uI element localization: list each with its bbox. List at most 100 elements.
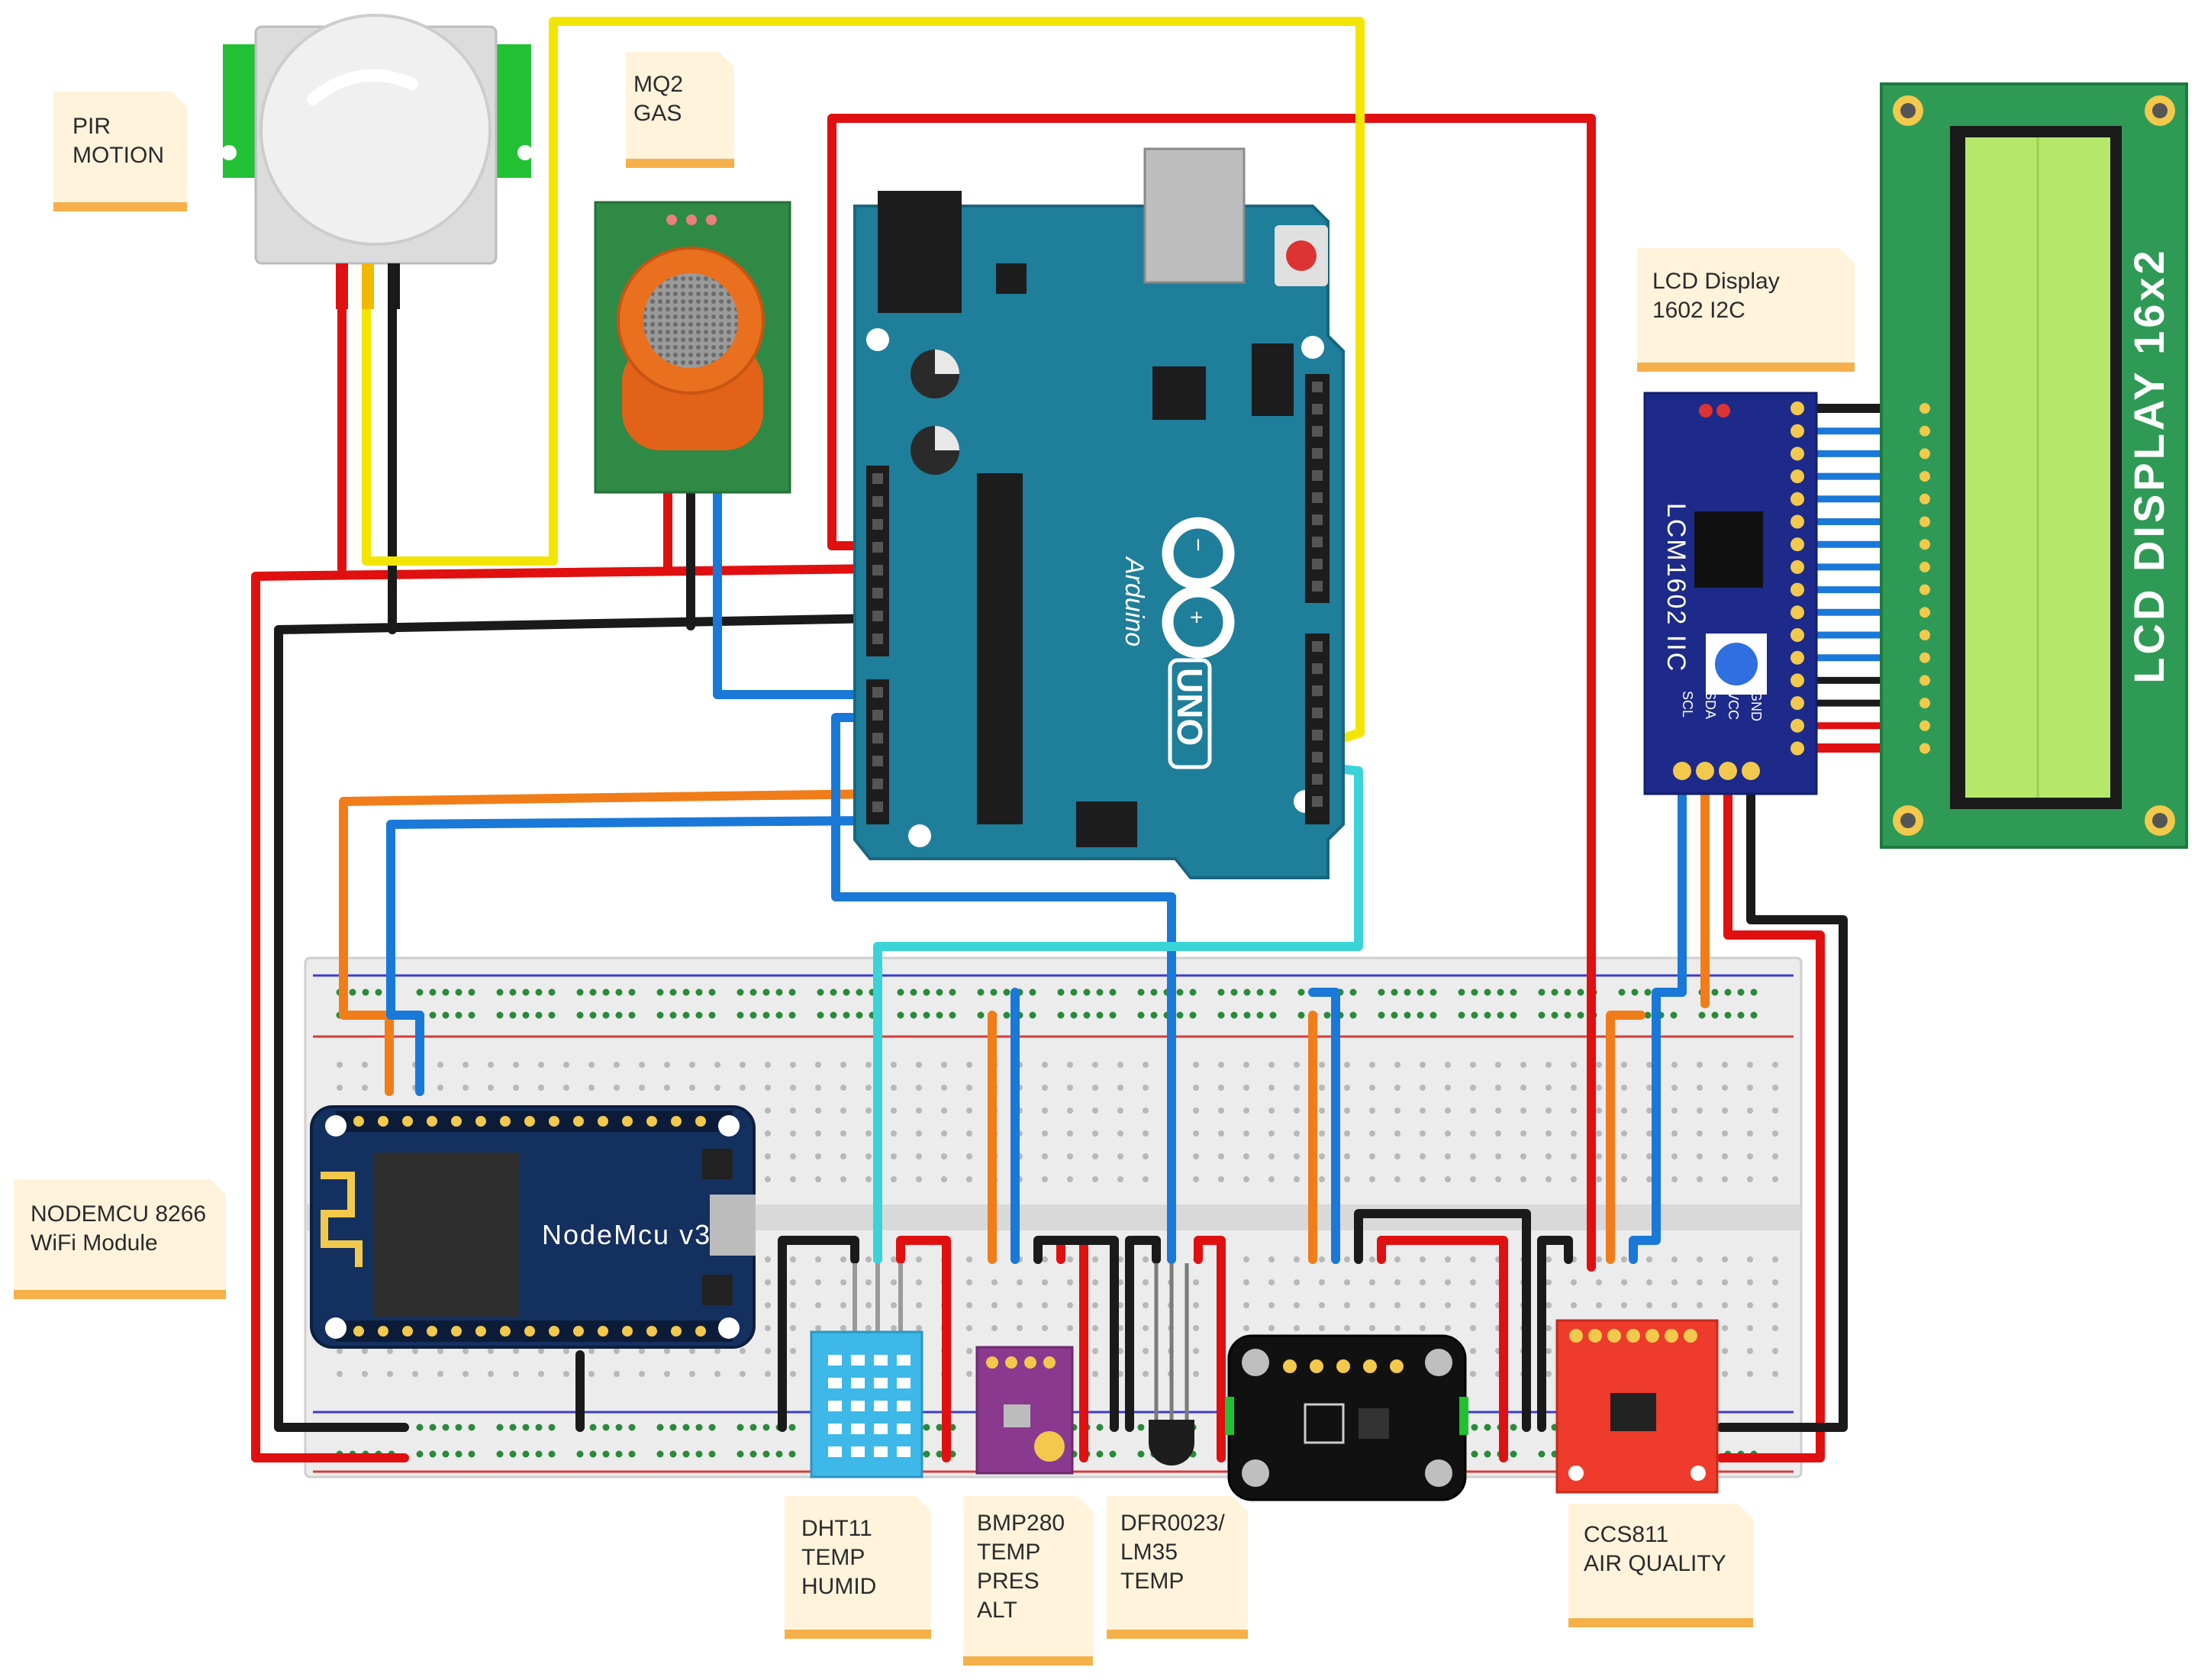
grid-hole [1520,1130,1526,1137]
grid-hole [966,1153,972,1159]
grid-hole [1268,1130,1275,1137]
grid-hole [1445,1279,1451,1285]
rail-hole [509,1424,517,1431]
grid-hole [689,1062,695,1068]
rail-hole [349,988,356,996]
grid-hole [639,1371,645,1377]
grid-hole [1268,1302,1275,1308]
rail-hole [628,1450,636,1458]
grid-hole [1470,1085,1476,1091]
grid-hole [1319,1153,1325,1159]
i2c-pin [1790,424,1804,438]
rail-hole [1404,1011,1411,1019]
note-lcd-line2: 1602 I2C [1652,298,1745,323]
grid-hole [1268,1176,1275,1182]
grid-hole [1143,1256,1149,1262]
lcd-pin [1919,607,1930,618]
rail-hole [1349,988,1357,996]
wire-orange-ccs [1606,1011,1645,1264]
grid-hole [765,1325,771,1331]
grid-hole [891,1176,897,1182]
grid-hole [1495,1130,1501,1137]
grid-hole [1571,1279,1577,1285]
grid-hole [1722,1085,1728,1091]
lcd-pin [1919,675,1930,686]
rail-hole [737,1450,744,1458]
grid-hole [1268,1085,1275,1091]
grid-hole [1344,1085,1350,1091]
grid-hole [1470,1371,1476,1377]
grid-hole [1420,1153,1426,1159]
grid-hole [1294,1130,1300,1137]
grid-hole [1394,1256,1400,1262]
grid-hole [790,1302,796,1308]
grid-hole [538,1348,544,1354]
grid-hole [1596,1062,1602,1068]
lcd-pin [1919,630,1930,640]
grid-hole [1722,1256,1728,1262]
grid-hole [815,1062,821,1068]
grid-hole [639,1062,645,1068]
grid-hole [1722,1279,1728,1285]
grid-hole [362,1062,368,1068]
note-dht11-line2: TEMP [801,1545,865,1570]
pin [872,588,883,598]
rail-hole [775,1450,783,1458]
grid-hole [1722,1130,1728,1137]
pin [1312,796,1323,807]
grid-hole [1092,1279,1098,1285]
grid-hole [1319,1256,1325,1262]
rail-hole [429,988,437,996]
rail-hole [656,1424,664,1431]
grid-hole [1067,1325,1073,1331]
rail-hole [1564,988,1571,996]
pin [872,473,883,484]
grid-hole [664,1371,670,1377]
grid-hole [1092,1371,1098,1377]
pin [500,1326,511,1337]
grid-hole [916,1085,922,1091]
lcd-display: LCD DISPLAY 16x2 [1880,82,2188,849]
grid-hole [1067,1062,1073,1068]
wire-red-5v-rail [251,564,884,1462]
rail-hole [1137,1450,1145,1458]
grid-hole [1697,1279,1703,1285]
grid-hole [1772,1062,1778,1068]
grid-hole [1621,1108,1627,1114]
grid-hole [790,1153,796,1159]
grid-hole [765,1108,771,1114]
i2c-pin [1790,559,1804,574]
rail-hole [682,1424,690,1431]
grid-hole [1520,1176,1526,1182]
grid-hole [614,1062,620,1068]
grid-hole [1143,1348,1149,1354]
rail-hole [1510,1450,1517,1458]
grid-hole [1394,1279,1400,1285]
grid-hole [1546,1371,1552,1377]
grid-hole [538,1062,544,1068]
grid-hole [815,1108,821,1114]
grid-hole [488,1371,494,1377]
grid-hole [1344,1302,1350,1308]
grid-hole [790,1348,796,1354]
rail-hole [817,1011,824,1019]
note-bmp280: BMP280 TEMP PRES ALT [963,1496,1093,1665]
grid-hole [614,1371,620,1377]
grid-hole [966,1325,972,1331]
grid-hole [1772,1153,1778,1159]
wire-black-dht [778,1236,859,1432]
rail-hole [1510,988,1517,996]
grid-hole [790,1279,796,1285]
rail-hole [468,1450,475,1458]
grid-hole [588,1062,595,1068]
rail-hole [1737,1011,1745,1019]
rail-hole [509,1450,517,1458]
grid-hole [891,1130,897,1137]
grid-hole [941,1130,947,1137]
pin [872,801,883,812]
grid-hole [1596,1302,1602,1308]
pin [451,1116,462,1127]
pin [402,1326,413,1337]
rail-hole [429,1011,437,1019]
grid-hole [1042,1279,1048,1285]
